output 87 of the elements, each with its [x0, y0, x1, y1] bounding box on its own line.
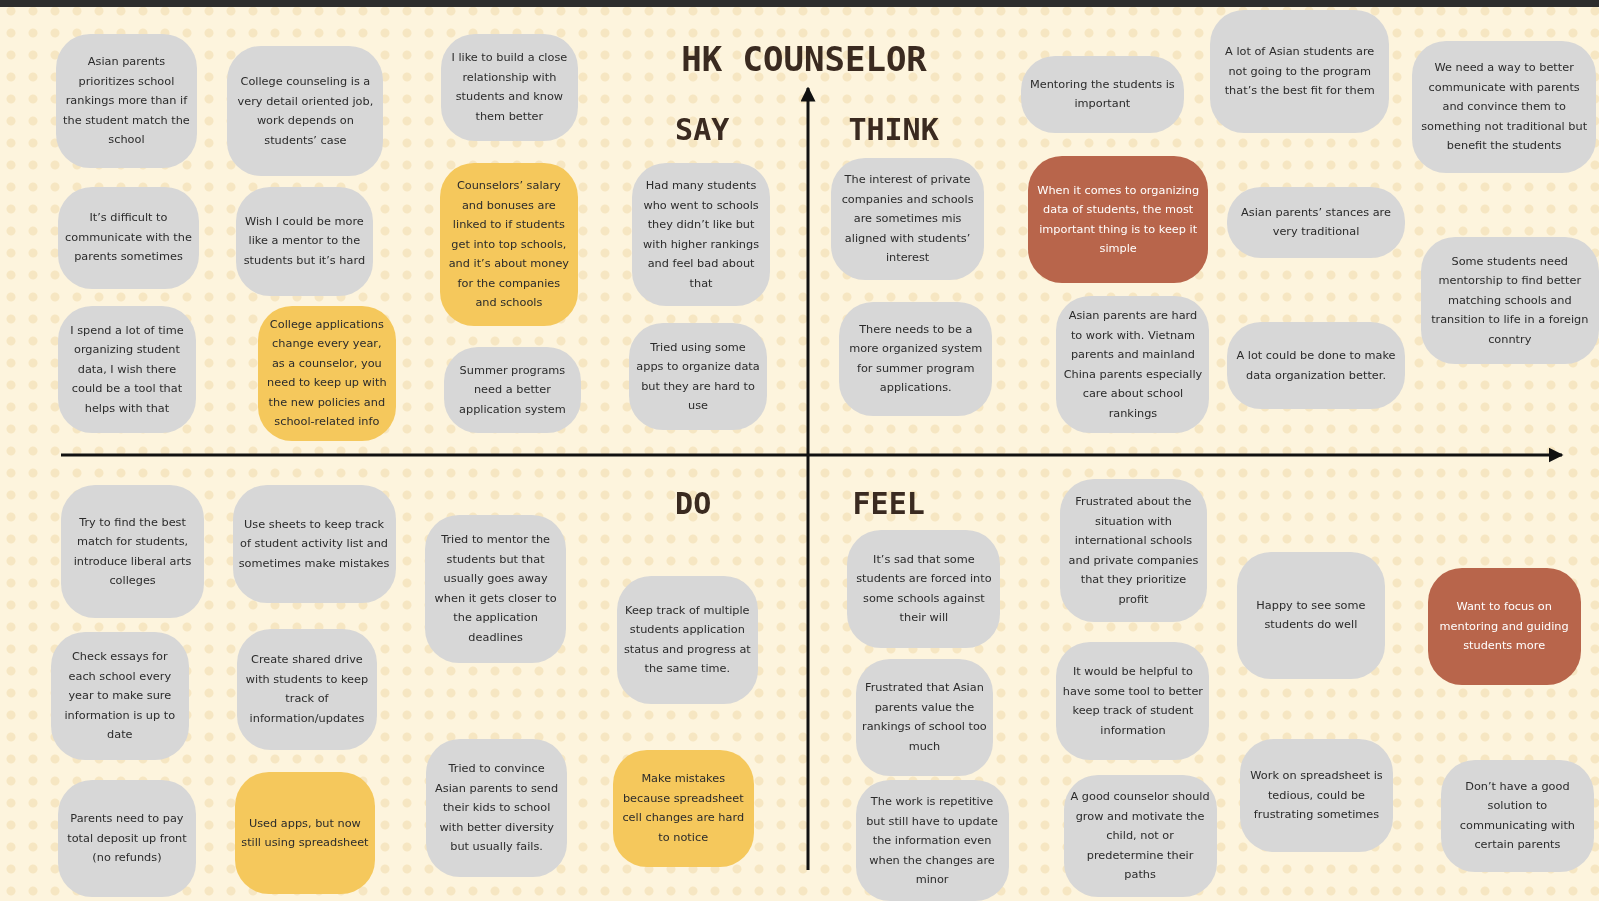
note-text: Try to find the best match for students, introduce liberal arts colleges: [72, 514, 193, 590]
sticky-note: [443, 346, 582, 434]
note-text: A lot could be done to make data organization better.: [1235, 348, 1397, 384]
note-text: Work on spreadsheet is tedious, could be frustrating sometimes: [1249, 768, 1384, 824]
sticky-note: [831, 158, 985, 281]
note-text: The interest of private companies and schools are sometimes mis aligned with students’ interest: [840, 172, 975, 267]
sticky-note: [616, 576, 758, 704]
note-text: Frustrated about the situation with international schools and private companies that they prioritize profit: [1067, 494, 1200, 608]
sticky-note: [629, 323, 767, 431]
note-text: Asian parents are hard to work with. Vietnam parents and mainland China parents especially care about school rankings: [1062, 308, 1204, 422]
note-text: Tried to convince Asian parents to send their kids to school with better diversity but usually fails.: [434, 761, 560, 856]
sticky-note: [232, 485, 396, 603]
note-text: College applications change every year, as a counselor, you need to keep up with the new policies and school-related info: [266, 316, 388, 431]
sticky-note: [425, 514, 566, 663]
sticky-note: [1420, 236, 1599, 365]
note-text: I spend a lot of time organizing student data, I wish there could be a tool that helps with that: [69, 322, 185, 417]
note-text: The work is repetitive but still have to update the information even when the changes are minor: [865, 794, 999, 889]
sticky-note: [61, 485, 204, 618]
key-insight-note: [1027, 156, 1209, 284]
note-text: Use sheets to keep track of student activity list and sometimes make mistakes: [238, 516, 390, 572]
sticky-note: [1226, 322, 1406, 409]
quadrant-heading: FEEL: [852, 486, 925, 522]
sticky-note: [1210, 10, 1389, 133]
sticky-note: [426, 739, 567, 877]
sticky-note: [1236, 551, 1385, 680]
highlighted-sticky-note: [612, 749, 754, 867]
sticky-note: [1059, 479, 1208, 623]
note-text: Keep track of multiple students application status and progress at the same time.: [622, 602, 752, 678]
sticky-note: [51, 632, 189, 760]
note-text: I like to build a close relationship with students and know them better: [450, 50, 569, 125]
quadrant-heading: SAY: [675, 112, 730, 148]
note-text: Don’t have a good solution to communicating with certain parents: [1458, 778, 1576, 854]
note-text: Wish I could be more like a mentor to the students but it’s hard: [242, 213, 367, 269]
note-text: Summer programs need a better application system: [458, 362, 567, 418]
sticky-note: [1440, 759, 1594, 872]
highlighted-sticky-note: [439, 163, 579, 327]
diagram-title: HK COUNSELOR: [681, 38, 927, 79]
quadrant-heading: DO: [675, 486, 712, 522]
note-text: A good counselor should grow and motivate the child, not or predetermine their paths: [1069, 789, 1211, 884]
highlighted-sticky-note: [258, 305, 396, 441]
sticky-note: [58, 305, 196, 434]
sticky-note: [58, 186, 199, 289]
note-text: Frustrated that Asian parents value the rankings of school too much: [861, 680, 988, 755]
note-text: Parents need to pay total deposit up front (no refunds): [66, 811, 188, 867]
note-text: Check essays for each school every year to make sure information is up to date: [63, 649, 177, 744]
note-text: Had many students who went to schools they didn’t like but with higher rankings and feel bad about that: [642, 178, 761, 292]
note-text: Counselors’ salary and bonuses are linked to if students get into top schools, and it’s about money for the companies and schools: [447, 178, 571, 312]
quadrant-heading: THINK: [848, 112, 939, 148]
sticky-note: [855, 658, 994, 777]
note-text: We need a way to better communicate with parents and convince them to something not traditional but benefit the students: [1420, 60, 1589, 155]
sticky-note: [235, 186, 374, 296]
sticky-note: [1063, 775, 1217, 898]
sticky-note: [440, 33, 579, 141]
note-text: When it comes to organizing data of students, the most important thing is to keep it simple: [1036, 182, 1201, 258]
sticky-note: [1020, 56, 1184, 133]
sticky-note: [855, 780, 1009, 901]
note-text: College counseling is a very detail oriented job, work depends on students’ case: [236, 74, 375, 149]
note-text: There needs to be a more organized system for summer program applications.: [848, 321, 984, 397]
note-text: Create shared drive with students to keep track of information/updates: [244, 652, 370, 727]
note-text: Tried to mentor the students but that usually goes away when it gets closer to the application deadlines: [433, 532, 558, 646]
note-text: It would be helpful to have some tool to better keep track of student information: [1062, 664, 1204, 739]
sticky-note: [1240, 739, 1393, 852]
note-text: Some students need mentorship to find better matching schools and transition to life in a foreign conntry: [1430, 253, 1590, 348]
sticky-note: [227, 45, 384, 177]
note-text: Asian parents prioritizes school rankings more than if the student match the school: [62, 54, 191, 149]
note-text: Tried using some apps to organize data but they are hard to use: [635, 339, 761, 415]
note-text: A lot of Asian students are not going to the program that’s the best fit for them: [1223, 44, 1376, 100]
sticky-note: [1412, 40, 1596, 174]
note-text: Happy to see some students do well: [1255, 597, 1367, 634]
note-text: It’s sad that some students are forced into some schools against their will: [855, 551, 993, 627]
sticky-note: [632, 163, 770, 306]
sticky-note: [839, 301, 993, 417]
sticky-note: [1226, 186, 1406, 258]
highlighted-sticky-note: [234, 771, 376, 895]
note-text: Asian parents’ stances are very traditional: [1240, 204, 1392, 241]
note-text: Make mistakes because spreadsheet cell changes are hard to notice: [621, 771, 746, 846]
sticky-note: [56, 33, 197, 169]
sticky-note: [236, 629, 378, 750]
sticky-note: [1056, 642, 1210, 760]
note-text: Mentoring the students is important: [1029, 76, 1176, 113]
sticky-note: [847, 530, 1001, 648]
note-text: It’s difficult to communicate with the parents sometimes: [64, 210, 193, 266]
sticky-note: [1056, 295, 1210, 434]
note-text: Want to focus on mentoring and guiding students more: [1438, 599, 1570, 655]
sticky-note: [58, 780, 196, 898]
key-insight-note: [1427, 568, 1581, 686]
note-text: Used apps, but now still using spreadsheet: [240, 815, 370, 852]
